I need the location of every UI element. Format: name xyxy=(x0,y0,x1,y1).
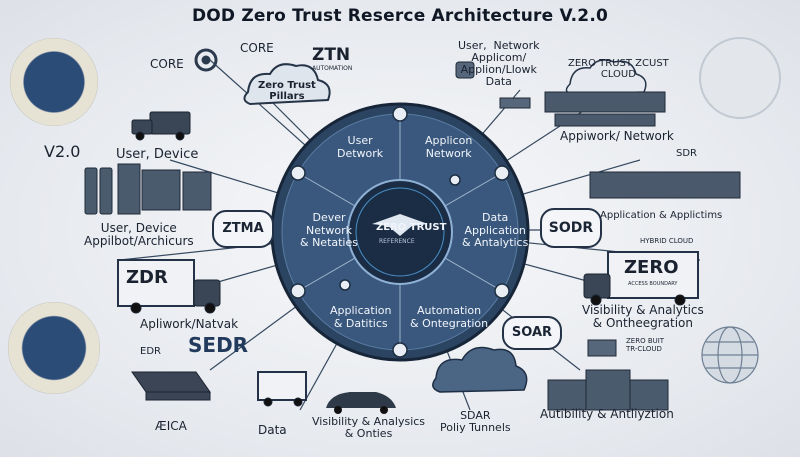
label-core-top: CORE xyxy=(240,41,274,55)
label-zdr: ZDR xyxy=(126,267,168,288)
label-zero-trust-pillars: Zero Trust Pillars xyxy=(258,80,316,102)
label-application-applictims: Application & Applictims xyxy=(600,210,723,221)
label-zero-built-cloud: ZERO BUIT TR-CLOUD xyxy=(626,337,665,353)
label-autibility-antliyztion: Autibility & Antliyztion xyxy=(540,407,674,421)
label-visibility-analytics-right: Visibility & Analytics & Ontheegration xyxy=(582,303,704,331)
label-zero: ZERO xyxy=(624,257,679,278)
label-user-network-data: User, Network Applicom/ Applion/Llowk Da… xyxy=(458,39,540,89)
label-apliwork-natvak: Apliwork/Natvak xyxy=(140,317,239,331)
badge-sodr: SODR xyxy=(540,208,602,248)
label-v20: V2.0 xyxy=(44,142,81,161)
bottom-cloud xyxy=(432,346,528,393)
label-hybrid-cloud: HYBRID CLOUD xyxy=(640,237,694,245)
label-core-left: CORE xyxy=(150,57,184,71)
label-sdar-policy-tunnels: SDAR Poliy Tunnels xyxy=(440,409,511,435)
dod-seal-top xyxy=(10,38,98,126)
server-rack-left xyxy=(84,163,212,215)
router-device xyxy=(131,371,211,401)
car-bottom xyxy=(326,392,396,414)
label-ztn-sub: AUTOMATION xyxy=(312,65,353,72)
label-sedr: SEDR xyxy=(188,333,249,357)
dod-seal-bottom xyxy=(8,302,100,394)
label-data: Data xyxy=(258,423,287,437)
van-bottom xyxy=(257,371,307,407)
watermark-seal xyxy=(699,37,781,119)
hub-quadrant-app-statistics: Application & Datitics xyxy=(330,304,392,330)
page-title: DOD Zero Trust Reserce Architecture V.2.… xyxy=(191,6,609,26)
label-user-device-top: User, Device xyxy=(116,147,199,162)
building-bottom-right xyxy=(547,369,669,411)
hub-quadrant-device-network: Dever Network & Netaties xyxy=(300,211,358,250)
label-ztn: ZTN xyxy=(312,45,351,65)
label-edr: EDR xyxy=(140,346,161,357)
hub-center-sublabel: REFERENCE xyxy=(379,238,415,245)
label-user-device-archicurs: User, Device Appilbot/Archicurs xyxy=(84,221,194,249)
label-sdr-small: SDR xyxy=(676,148,697,159)
label-aica: ÆICA xyxy=(155,419,187,433)
label-visibility-analysics: Visibility & Analysics & Onties xyxy=(312,415,426,441)
label-zero-sub: ACCESS BOUNDARY xyxy=(628,281,678,287)
hub-quadrant-app-network: Applicon Network xyxy=(425,134,473,160)
gear-graphic xyxy=(194,48,218,72)
small-devices xyxy=(455,61,617,357)
label-appiwork-network: Appiwork/ Network xyxy=(560,129,674,143)
hub-quadrant-automation: Automation & Ontegration xyxy=(410,304,489,330)
truck-left xyxy=(117,259,221,314)
hub-quadrant-user-network: User Detwork xyxy=(337,134,384,160)
hub-quadrant-data-analytics: Data Application & Antalytics xyxy=(462,211,529,250)
pillars-cloud xyxy=(243,63,331,106)
globe-graphic xyxy=(701,326,759,384)
badge-ztma: ZTMA xyxy=(212,210,274,248)
badge-soar: SOAR xyxy=(502,316,562,350)
truck-top-left xyxy=(131,111,191,141)
truck-right xyxy=(583,251,699,306)
hub-center-label: ZERO TRUST xyxy=(376,222,447,233)
label-zero-trust-cloud: ZERO TRUST ZCUST CLOUD xyxy=(568,58,669,80)
datacenter-right xyxy=(544,91,741,199)
zero-trust-emblem xyxy=(372,214,428,236)
